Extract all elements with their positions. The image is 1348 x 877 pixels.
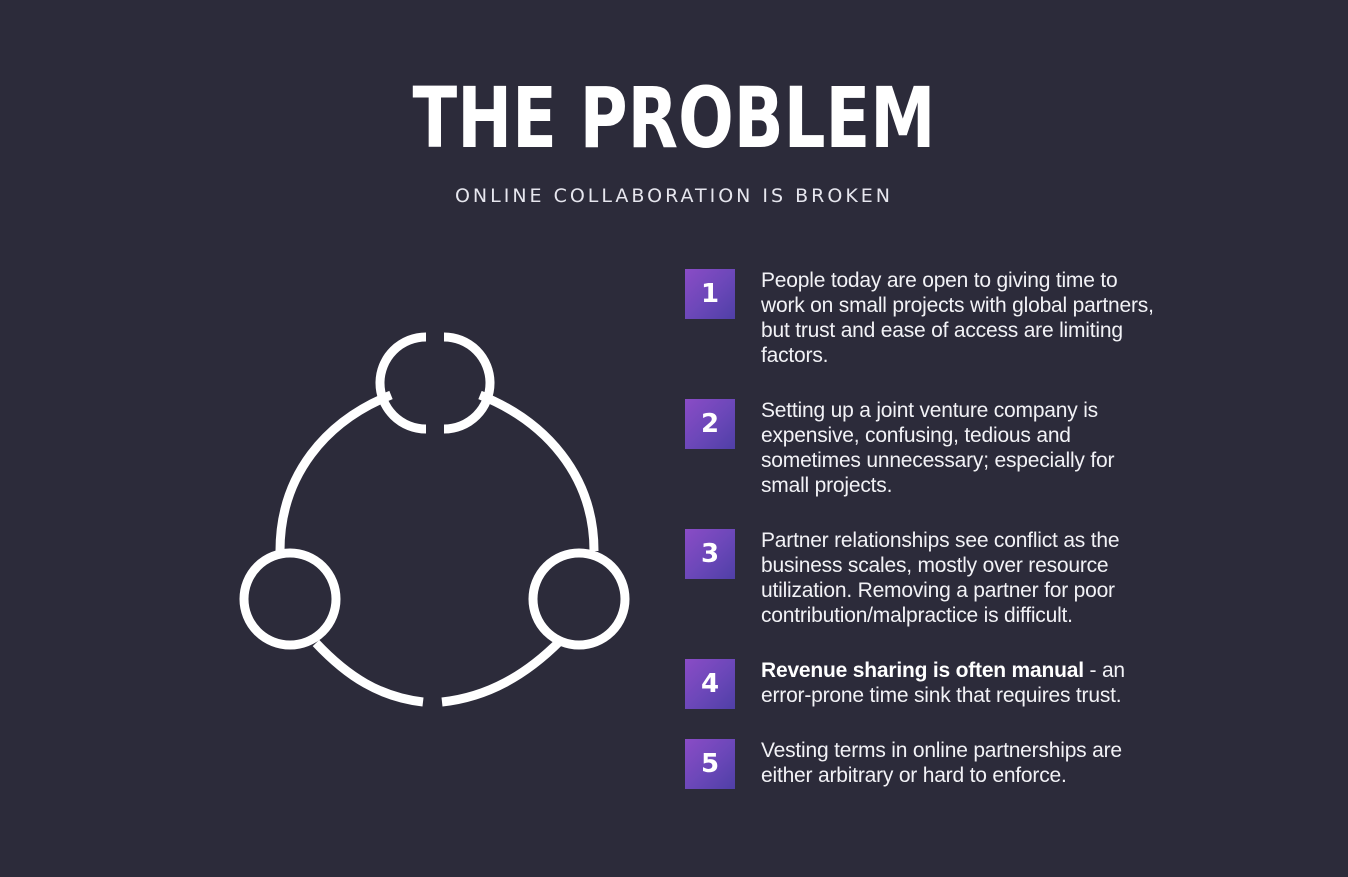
problem-text-body: Vesting terms in online partnerships are… (761, 739, 1122, 787)
problem-text: Revenue sharing is often manual - an err… (761, 658, 1161, 708)
problem-text-bold: Revenue sharing is often manual (761, 659, 1084, 682)
problem-number-badge: 3 (685, 529, 735, 579)
problem-text-body: People today are open to giving time to … (761, 269, 1154, 367)
problem-number-badge: 5 (685, 739, 735, 789)
problem-text: Setting up a joint venture company is ex… (761, 398, 1161, 498)
problem-number-badge: 4 (685, 659, 735, 709)
problem-number-badge: 2 (685, 399, 735, 449)
problem-text-body: - an error-prone time sink that requires… (761, 659, 1125, 707)
problem-text: People today are open to giving time to … (761, 268, 1161, 368)
problem-text-body: Setting up a joint venture company is ex… (761, 399, 1115, 497)
problem-text-body: Partner relationships see conflict as th… (761, 529, 1120, 627)
problem-number-badge: 1 (685, 269, 735, 319)
problem-text: Vesting terms in online partnerships are… (761, 738, 1161, 788)
problem-text: Partner relationships see conflict as th… (761, 528, 1161, 628)
page-title: THE PROBLEM (412, 69, 936, 167)
collaboration-network-icon (230, 325, 640, 715)
page-subtitle: ONLINE COLLABORATION IS BROKEN (454, 185, 894, 207)
